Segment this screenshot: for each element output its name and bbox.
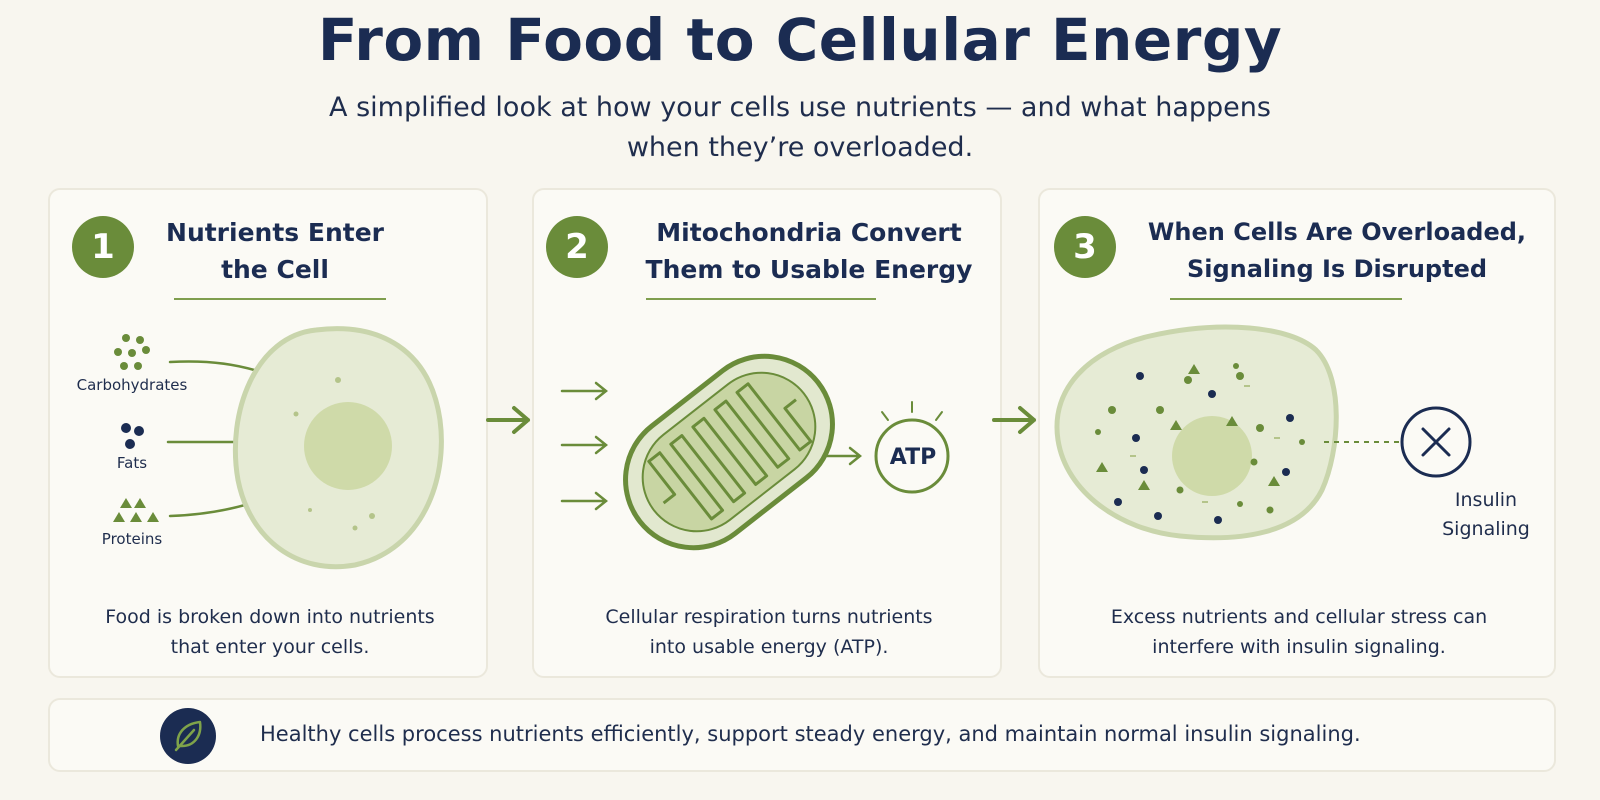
title-divider <box>1170 298 1402 300</box>
proteins-label: Proteins <box>101 530 163 548</box>
flow-arrow-icon <box>486 406 530 434</box>
input-arrows <box>560 381 609 511</box>
insulin-signaling-label: Insulin Signaling <box>1442 489 1530 540</box>
step-description: Cellular respiration turns nutrients int… <box>605 606 933 658</box>
step-number-badge: 1 <box>72 216 134 278</box>
step-title: Nutrients Enter the Cell <box>166 218 384 284</box>
atp-burst-icon <box>881 401 943 421</box>
step-3-panel: Insulin Signaling 3 When Cells Are Overl… <box>1038 188 1556 678</box>
atp-circle <box>874 418 950 494</box>
step-description: Excess nutrients and cellular stress can… <box>1110 606 1488 658</box>
title-divider <box>174 298 386 300</box>
cell-nucleus <box>1172 416 1252 496</box>
fats-label: Fats <box>116 454 148 472</box>
flow-arrow-icon <box>992 406 1036 434</box>
atp-label: ATP <box>889 445 937 470</box>
mitochondria-illustration <box>560 353 950 551</box>
fats-icon <box>121 423 144 449</box>
step-1-panel: 1 Nutrients Enter the Cell Carbohydrates… <box>48 188 488 678</box>
title-divider <box>646 298 876 300</box>
summary-text: Healthy cells process nutrients efficien… <box>260 722 1361 746</box>
carbohydrates-label: Carbohydrates <box>76 376 188 394</box>
step-description: Food is broken down into nutrients that … <box>105 606 435 658</box>
summary-banner: Healthy cells process nutrients efficien… <box>48 698 1556 772</box>
mitochondrion-icon <box>623 353 835 551</box>
page-title: From Food to Cellular Energy <box>317 6 1283 74</box>
nutrients-cell-illustration <box>113 326 444 570</box>
overloaded-cell-illustration <box>1054 324 1472 541</box>
step-number-badge: 3 <box>1054 216 1116 278</box>
close-icon <box>1421 427 1451 457</box>
step-2-panel: ATP 2 Mitochondria Convert Them to Usabl… <box>532 188 1002 678</box>
cell-nucleus <box>304 402 392 490</box>
leaf-icon <box>160 708 216 764</box>
step-title: When Cells Are Overloaded, Signaling Is … <box>1147 218 1527 283</box>
proteins-icon <box>113 498 159 522</box>
step-title: Mitochondria Convert Them to Usable Ener… <box>645 218 973 284</box>
step-number-badge: 2 <box>546 216 608 278</box>
carbohydrates-icon <box>114 334 150 370</box>
page-subtitle: A simplified look at how your cells use … <box>329 92 1271 163</box>
output-arrow <box>824 446 863 466</box>
